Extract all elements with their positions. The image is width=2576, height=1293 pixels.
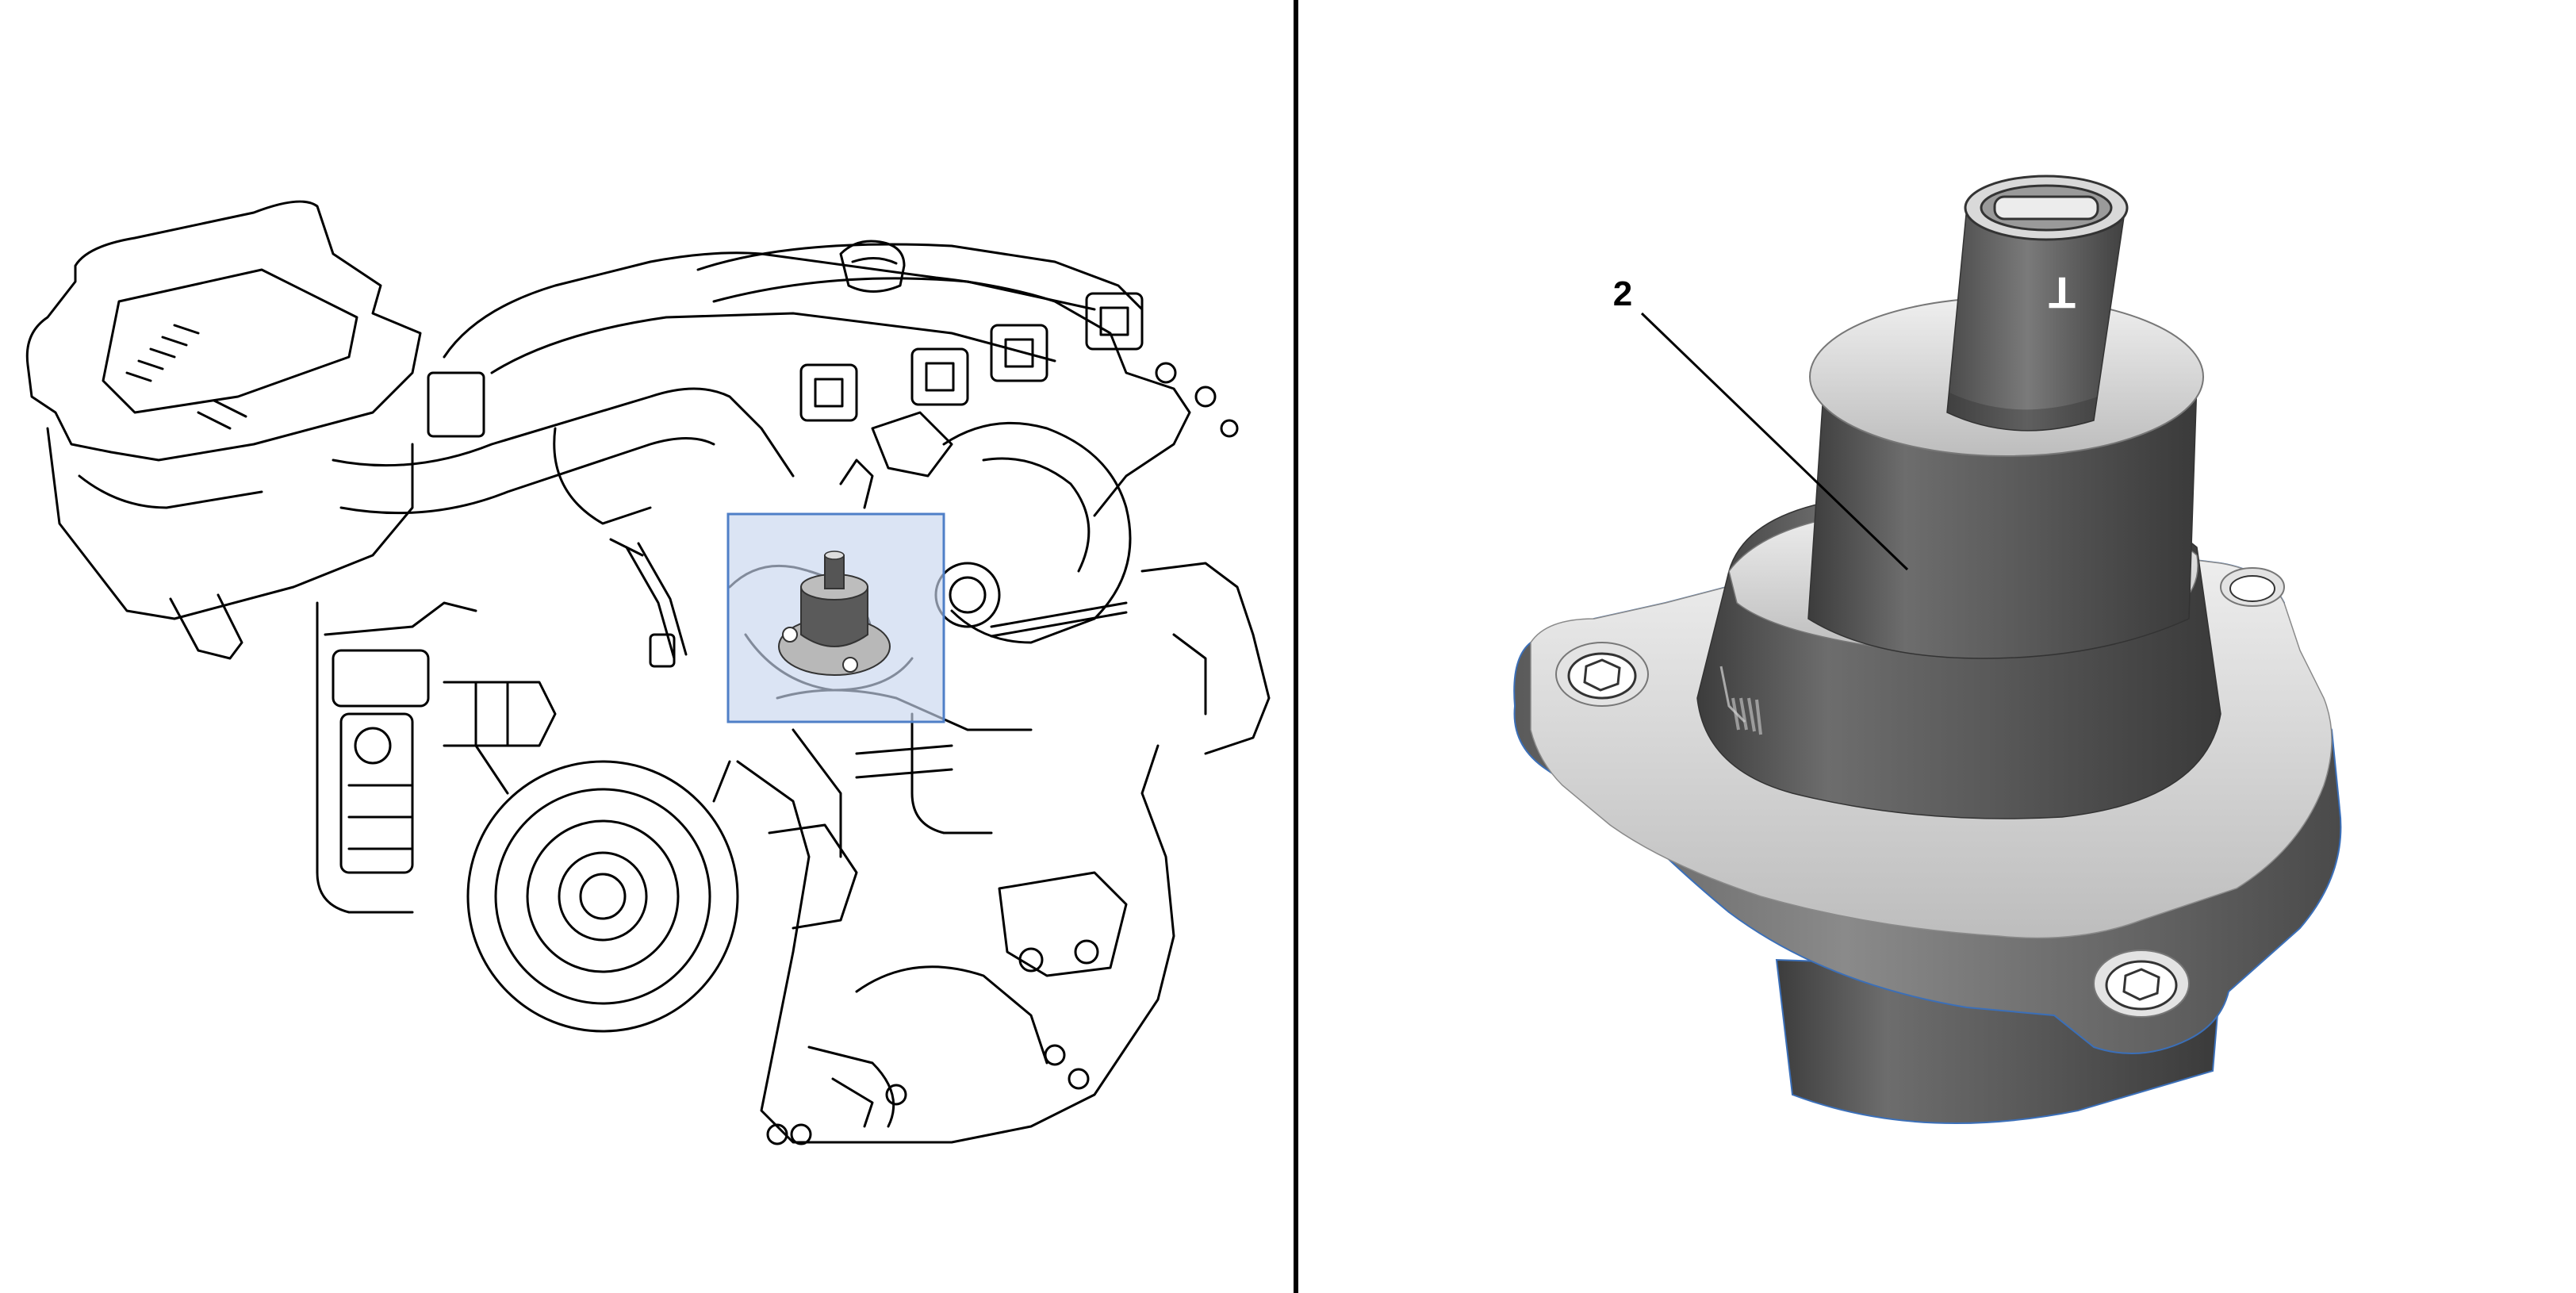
- coil-pack-1: [799, 363, 858, 422]
- engine-overview-drawing: [25, 200, 1271, 1145]
- mounting-hole-left: [1555, 642, 1649, 707]
- component-thumbnail: [778, 551, 891, 676]
- connector-marking: T: [2049, 268, 2076, 318]
- electrical-connector: T: [1946, 175, 2129, 432]
- component-location-highlight: [726, 512, 945, 723]
- callout-2: 2: [1613, 274, 1909, 571]
- coil-pack-4: [1085, 292, 1144, 351]
- mounting-hole-rear: [2220, 567, 2285, 607]
- coil-pack-3: [990, 324, 1048, 382]
- embossed-marking: [1731, 697, 1762, 735]
- coil-pack-2: [910, 347, 969, 406]
- callout-leader-2: [1640, 312, 1909, 571]
- callout-label-2: 2: [1613, 274, 1632, 313]
- component-detail-view: T 2: [1513, 175, 2342, 1124]
- mounting-hole-right: [2093, 950, 2190, 1018]
